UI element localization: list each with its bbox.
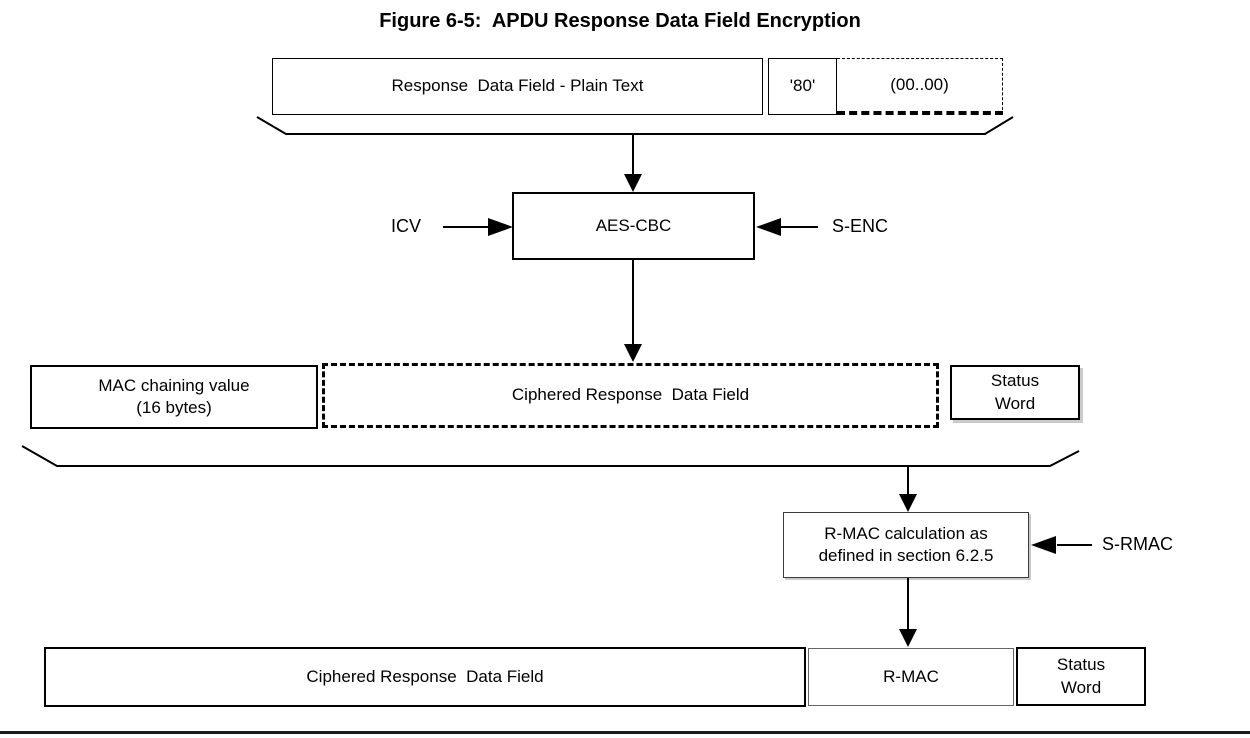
arrow-aes-to-ciphered	[624, 260, 642, 362]
arrow-plain-to-aes	[624, 134, 642, 192]
box-rmac-result-label: R-MAC	[883, 666, 939, 686]
box-ciphered-response-middle: Ciphered Response Data Field	[322, 363, 939, 428]
figure-title: Figure 6-5: APDU Response Data Field Enc…	[379, 10, 861, 32]
status-word-middle-line2: Word	[994, 393, 1036, 413]
status-word-middle-line1: Status	[990, 371, 1040, 391]
senc-label: S-ENC	[832, 216, 889, 236]
brace-middle	[21, 445, 1080, 467]
box-ciphered-response-bottom: Ciphered Response Data Field	[44, 647, 806, 707]
arrow-icv-to-aes	[443, 218, 513, 236]
box-mac-chaining-value: MAC chaining value (16 bytes)	[30, 365, 318, 429]
rmac-calculation-line2: defined in section 6.2.5	[818, 546, 994, 565]
status-word-bottom-line1: Status	[1056, 655, 1106, 675]
box-ciphered-response-middle-label: Ciphered Response Data Field	[511, 385, 750, 405]
icv-label: ICV	[391, 216, 422, 236]
page-footer-rule	[0, 731, 1250, 734]
box-aes-cbc-label: AES-CBC	[595, 215, 672, 235]
box-response-plain-text: Response Data Field - Plain Text	[272, 58, 763, 115]
box-status-word-middle: Status Word	[950, 365, 1080, 420]
rmac-calculation-line1: R-MAC calculation as	[824, 523, 988, 543]
arrow-to-rmac-calculation	[899, 466, 917, 512]
box-response-plain-text-label: Response Data Field - Plain Text	[391, 76, 644, 96]
box-padding-zeros-label: (00..00)	[890, 74, 949, 94]
box-padding-80: '80'	[768, 58, 837, 115]
box-padding-zeros: (00..00)	[837, 58, 1003, 115]
box-rmac-calculation: R-MAC calculation as defined in section …	[783, 512, 1029, 578]
mac-chaining-line2: (16 bytes)	[136, 398, 212, 417]
box-ciphered-response-bottom-label: Ciphered Response Data Field	[306, 666, 544, 686]
arrow-srmac-to-rmac-calculation	[1031, 536, 1092, 554]
box-aes-cbc: AES-CBC	[512, 192, 755, 260]
mac-chaining-line1: MAC chaining value	[98, 375, 250, 395]
status-word-bottom-line2: Word	[1060, 677, 1102, 697]
arrow-senc-to-aes	[756, 218, 818, 236]
brace-top	[256, 116, 1014, 135]
box-status-word-bottom: Status Word	[1016, 647, 1146, 706]
box-padding-80-label: '80'	[789, 76, 816, 96]
srmac-label: S-RMAC	[1102, 534, 1173, 554]
box-rmac-result: R-MAC	[808, 648, 1014, 706]
arrow-rmac-calculation-to-result	[899, 578, 917, 647]
